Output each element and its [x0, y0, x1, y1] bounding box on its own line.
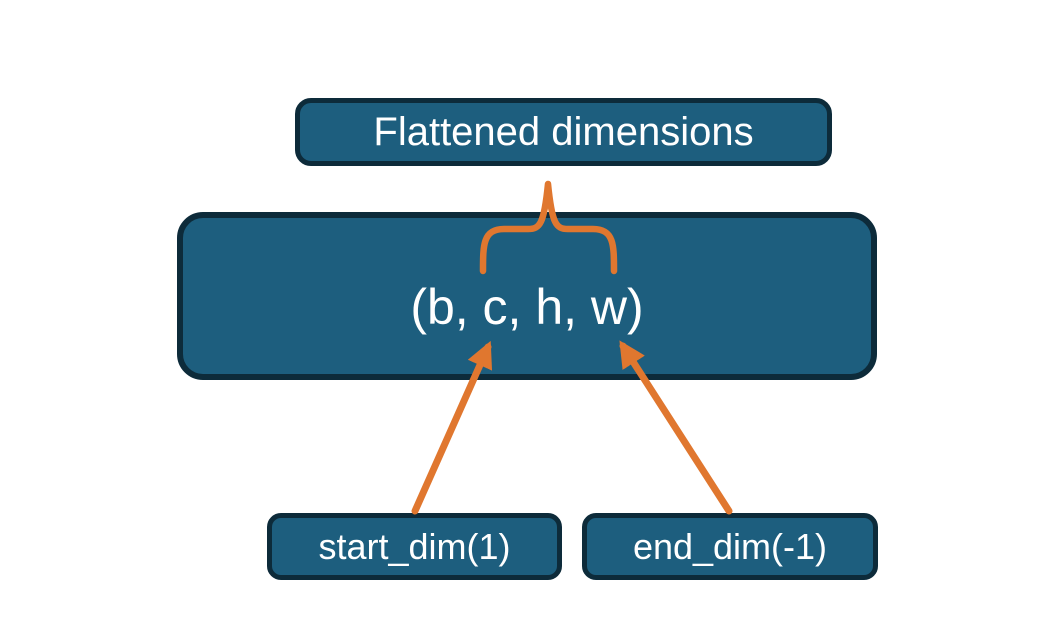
- flattened-dimensions-box: Flattened dimensions: [295, 98, 832, 166]
- end-dim-label: end_dim(-1): [632, 525, 828, 567]
- tensor-shape-box: (b, c, h, w): [177, 212, 877, 380]
- end-dim-box: end_dim(-1): [582, 513, 878, 580]
- start-dim-label: start_dim(1): [318, 525, 511, 567]
- tensor-shape-label: (b, c, h, w): [410, 279, 644, 335]
- flattened-dimensions-label: Flattened dimensions: [373, 110, 754, 154]
- start-dim-box: start_dim(1): [267, 513, 562, 580]
